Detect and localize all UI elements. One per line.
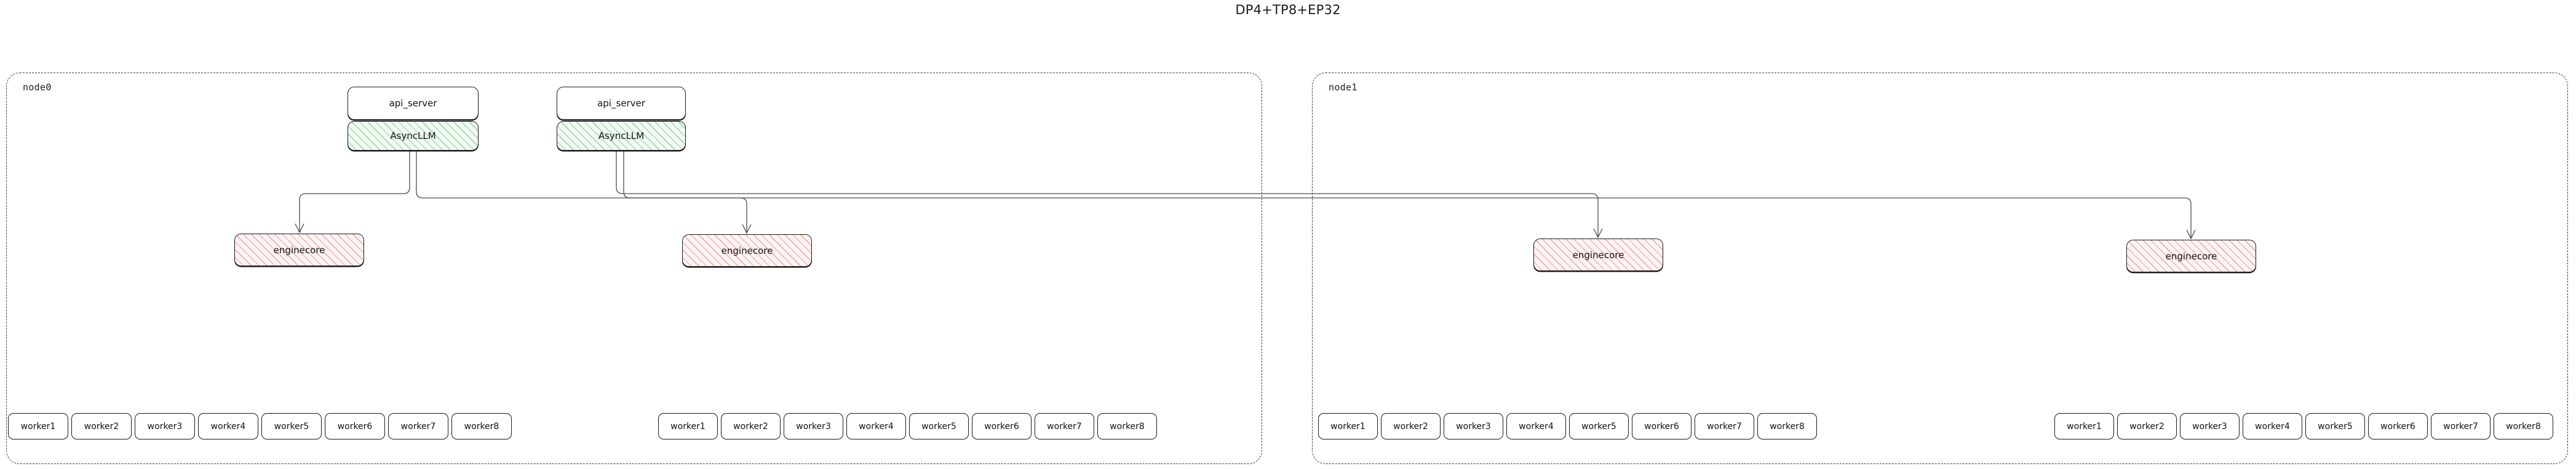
api-server-box-node0-1[interactable]: api_server <box>557 87 686 120</box>
worker-box-node1-1-4[interactable]: worker4 <box>2243 413 2302 439</box>
worker-box-node0-0-3-label: worker3 <box>147 421 183 432</box>
asyncllm-box-node0-0[interactable]: AsyncLLM <box>348 121 479 151</box>
worker-box-node0-0-4[interactable]: worker4 <box>198 413 258 439</box>
worker-box-node1-1-1[interactable]: worker1 <box>2054 413 2114 439</box>
node-label-node0: node0 <box>23 82 52 93</box>
worker-box-node1-0-1-label: worker1 <box>1330 421 1366 432</box>
node-cluster-node0: node0 <box>6 73 1262 464</box>
worker-box-node1-0-7[interactable]: worker7 <box>1695 413 1754 439</box>
worker-box-node0-1-5-label: worker5 <box>921 421 956 432</box>
worker-box-node0-0-4-label: worker4 <box>210 421 246 432</box>
node-cluster-node1: node1 <box>1312 73 2568 464</box>
worker-box-node1-0-3[interactable]: worker3 <box>1444 413 1503 439</box>
worker-box-node0-1-1-label: worker1 <box>670 421 706 432</box>
asyncllm-box-node0-0-label: AsyncLLM <box>390 130 436 141</box>
worker-box-node0-1-5[interactable]: worker5 <box>909 413 969 439</box>
worker-box-node1-1-4-label: worker4 <box>2255 421 2290 432</box>
worker-box-node0-1-6[interactable]: worker6 <box>972 413 1032 439</box>
worker-box-node1-1-7-label: worker7 <box>2443 421 2478 432</box>
worker-box-node1-1-7[interactable]: worker7 <box>2431 413 2491 439</box>
worker-box-node1-0-5[interactable]: worker5 <box>1569 413 1629 439</box>
worker-box-node0-1-3-label: worker3 <box>796 421 831 432</box>
worker-box-node0-1-6-label: worker6 <box>984 421 1019 432</box>
enginecore-box-node1-1[interactable]: enginecore <box>2126 240 2256 272</box>
worker-box-node0-1-8-label: worker8 <box>1110 421 1145 432</box>
worker-box-node0-0-1[interactable]: worker1 <box>8 413 68 439</box>
worker-box-node1-0-5-label: worker5 <box>1581 421 1616 432</box>
asyncllm-box-node0-1-label: AsyncLLM <box>598 130 645 141</box>
worker-box-node0-1-3[interactable]: worker3 <box>784 413 843 439</box>
worker-box-node1-1-5[interactable]: worker5 <box>2305 413 2365 439</box>
worker-box-node1-0-7-label: worker7 <box>1707 421 1742 432</box>
asyncllm-box-node0-1[interactable]: AsyncLLM <box>557 121 686 151</box>
worker-box-node1-0-2[interactable]: worker2 <box>1381 413 1441 439</box>
worker-box-node0-0-2[interactable]: worker2 <box>71 413 132 439</box>
enginecore-box-node0-1-label: enginecore <box>721 245 773 256</box>
worker-box-node1-1-2[interactable]: worker2 <box>2117 413 2177 439</box>
node-label-node1: node1 <box>1329 82 1358 93</box>
worker-box-node1-0-8-label: worker8 <box>1770 421 1805 432</box>
worker-box-node1-0-6-label: worker6 <box>1644 421 1679 432</box>
enginecore-box-node1-0-label: enginecore <box>1572 249 1624 261</box>
enginecore-box-node0-0-label: enginecore <box>273 244 325 256</box>
worker-box-node0-1-7[interactable]: worker7 <box>1035 413 1094 439</box>
page-title: DP4+TP8+EP32 <box>1235 2 1341 17</box>
worker-box-node0-0-8[interactable]: worker8 <box>451 413 512 439</box>
worker-box-node1-0-2-label: worker2 <box>1393 421 1428 432</box>
worker-box-node1-0-4-label: worker4 <box>1519 421 1554 432</box>
worker-box-node1-1-2-label: worker2 <box>2129 421 2165 432</box>
worker-box-node1-1-3[interactable]: worker3 <box>2180 413 2240 439</box>
enginecore-box-node1-1-label: enginecore <box>2165 250 2217 262</box>
worker-box-node1-0-3-label: worker3 <box>1456 421 1491 432</box>
api-server-box-node0-1-label: api_server <box>597 98 645 109</box>
api-server-box-node0-0[interactable]: api_server <box>348 87 479 120</box>
worker-box-node0-1-2[interactable]: worker2 <box>721 413 781 439</box>
worker-box-node0-1-2-label: worker2 <box>733 421 768 432</box>
worker-box-node0-1-7-label: worker7 <box>1047 421 1082 432</box>
worker-box-node1-1-5-label: worker5 <box>2318 421 2353 432</box>
worker-box-node0-0-6-label: worker6 <box>337 421 373 432</box>
worker-box-node1-1-1-label: worker1 <box>2067 421 2102 432</box>
worker-box-node1-1-3-label: worker3 <box>2192 421 2227 432</box>
worker-box-node1-0-8[interactable]: worker8 <box>1757 413 1817 439</box>
worker-box-node1-1-6-label: worker6 <box>2380 421 2415 432</box>
worker-box-node0-1-4[interactable]: worker4 <box>846 413 906 439</box>
worker-box-node0-0-2-label: worker2 <box>84 421 119 432</box>
worker-box-node0-1-1[interactable]: worker1 <box>658 413 718 439</box>
enginecore-box-node1-0[interactable]: enginecore <box>1533 238 1663 271</box>
worker-box-node1-1-8-label: worker8 <box>2506 421 2541 432</box>
worker-box-node0-0-7[interactable]: worker7 <box>388 413 448 439</box>
worker-box-node0-0-8-label: worker8 <box>464 421 499 432</box>
worker-box-node1-1-8[interactable]: worker8 <box>2494 413 2553 439</box>
worker-box-node1-0-1[interactable]: worker1 <box>1318 413 1378 439</box>
enginecore-box-node0-0[interactable]: enginecore <box>234 234 364 266</box>
worker-box-node0-1-4-label: worker4 <box>859 421 894 432</box>
worker-box-node1-1-6[interactable]: worker6 <box>2368 413 2428 439</box>
enginecore-box-node0-1[interactable]: enginecore <box>682 234 812 267</box>
worker-box-node0-0-7-label: worker7 <box>400 421 436 432</box>
worker-box-node0-0-1-label: worker1 <box>20 421 56 432</box>
worker-box-node1-0-6[interactable]: worker6 <box>1632 413 1691 439</box>
api-server-box-node0-0-label: api_server <box>389 98 437 109</box>
worker-box-node0-0-5-label: worker5 <box>274 421 309 432</box>
worker-box-node0-1-8[interactable]: worker8 <box>1097 413 1157 439</box>
worker-box-node0-0-5[interactable]: worker5 <box>261 413 322 439</box>
worker-box-node1-0-4[interactable]: worker4 <box>1506 413 1566 439</box>
worker-box-node0-0-3[interactable]: worker3 <box>135 413 195 439</box>
worker-box-node0-0-6[interactable]: worker6 <box>325 413 385 439</box>
